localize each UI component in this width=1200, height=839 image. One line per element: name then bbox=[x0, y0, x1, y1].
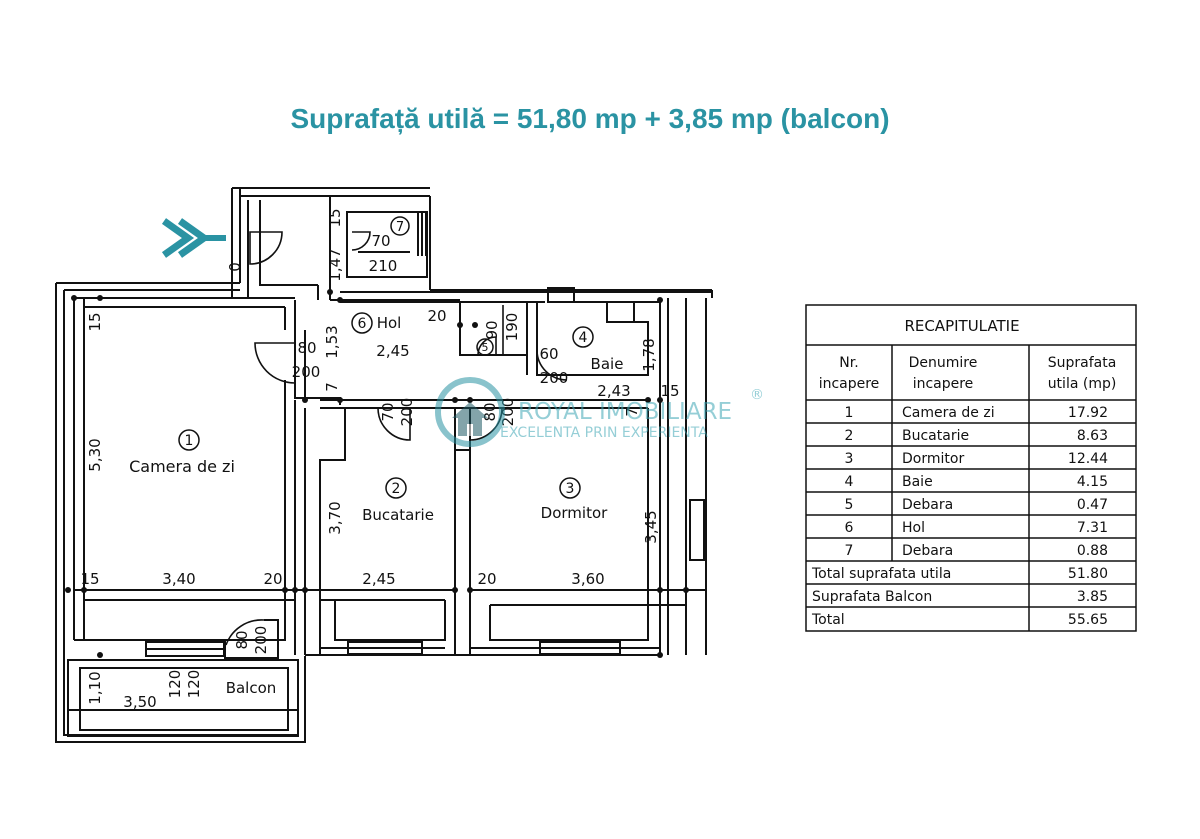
recap-header-nr: Nr. bbox=[839, 355, 858, 371]
dim-label: 15 bbox=[660, 382, 679, 400]
recap-row-name: Debara bbox=[902, 497, 953, 513]
dim-label: 200 bbox=[398, 398, 416, 427]
dim-label: 7 bbox=[623, 407, 641, 417]
recap-table-text: RECAPITULATIE Nr. incapere Denumire inca… bbox=[811, 317, 1116, 628]
room-2-number: 2 bbox=[392, 481, 401, 497]
dim-label: 120 bbox=[166, 670, 184, 699]
dim-label: 1,78 bbox=[640, 338, 658, 371]
recap-total-label: Total suprafata utila bbox=[811, 566, 951, 582]
dim-label: 7 bbox=[323, 382, 341, 392]
recap-row-name: Dormitor bbox=[902, 451, 964, 467]
room-4-number: 4 bbox=[579, 330, 588, 346]
house-logo-icon bbox=[435, 377, 505, 447]
watermark-registered: ® bbox=[750, 387, 764, 403]
dimension-labels: 15 70 210 1,47 0 15 20 1,53 80 200 2,45 … bbox=[80, 208, 679, 711]
recap-row-area: 4.15 bbox=[1077, 474, 1108, 490]
room-4-name: Baie bbox=[591, 355, 624, 373]
dim-label: 70 bbox=[379, 402, 397, 421]
dim-label: 80 bbox=[297, 339, 316, 357]
dim-label: 80 bbox=[233, 630, 251, 649]
dim-label: 3,70 bbox=[326, 501, 344, 534]
watermark-brand: ROYAL IMOBILIARE bbox=[518, 399, 732, 425]
dim-label: 3,40 bbox=[162, 570, 195, 588]
room-labels: 1 Camera de zi 2 Bucatarie 3 Dormitor 4 … bbox=[129, 216, 624, 697]
room-1-name: Camera de zi bbox=[129, 457, 235, 476]
dim-label: 2,45 bbox=[376, 342, 409, 360]
dim-label: 15 bbox=[80, 570, 99, 588]
recap-row-area: 8.63 bbox=[1077, 428, 1108, 444]
dim-label: 200 bbox=[540, 369, 569, 387]
recap-header-nr: incapere bbox=[819, 376, 880, 392]
recap-row-area: 0.47 bbox=[1077, 497, 1108, 513]
balcony-label: Balcon bbox=[226, 679, 277, 697]
recap-total-label: Suprafata Balcon bbox=[812, 589, 932, 605]
recap-row-name: Bucatarie bbox=[902, 428, 969, 444]
recap-row-nr: 6 bbox=[845, 520, 854, 536]
dim-label: 20 bbox=[263, 570, 282, 588]
recap-row-area: 17.92 bbox=[1068, 405, 1108, 421]
dim-label: 190 bbox=[503, 313, 521, 342]
recap-header-name: Denumire bbox=[909, 355, 978, 371]
recap-row-nr: 5 bbox=[845, 497, 854, 513]
dim-label: 3,60 bbox=[571, 570, 604, 588]
recap-row-name: Debara bbox=[902, 543, 953, 559]
recap-row-nr: 4 bbox=[845, 474, 854, 490]
recap-header-area: Suprafata bbox=[1048, 355, 1117, 371]
room-6-number: 6 bbox=[358, 316, 367, 332]
dim-label: 3,45 bbox=[642, 510, 660, 543]
room-3-number: 3 bbox=[566, 481, 575, 497]
recap-row-nr: 3 bbox=[845, 451, 854, 467]
recap-row-area: 7.31 bbox=[1077, 520, 1108, 536]
dim-label: 2,45 bbox=[362, 570, 395, 588]
room-3-name: Dormitor bbox=[541, 504, 608, 522]
room-5-number: 5 bbox=[482, 341, 489, 354]
dim-label: 15 bbox=[326, 208, 344, 227]
recap-table bbox=[805, 304, 1137, 632]
walls bbox=[55, 187, 713, 743]
room-6-name: Hol bbox=[377, 314, 402, 332]
headline-usable-area: Suprafață utilă = 51,80 mp + 3,85 mp (ba… bbox=[290, 103, 890, 134]
dim-label: 80 bbox=[481, 402, 499, 421]
recap-row-nr: 1 bbox=[845, 405, 854, 421]
dim-label: 120 bbox=[185, 670, 203, 699]
recap-row-name: Camera de zi bbox=[902, 405, 995, 421]
recap-header-name: incapere bbox=[913, 376, 974, 392]
recap-row-area: 0.88 bbox=[1077, 543, 1108, 559]
dim-label: 210 bbox=[369, 257, 398, 275]
dim-label: 1,10 bbox=[86, 671, 104, 704]
dim-label: 2,43 bbox=[597, 382, 630, 400]
recap-total-value: 55.65 bbox=[1068, 612, 1108, 628]
room-7-number: 7 bbox=[396, 220, 404, 235]
dim-label: 60 bbox=[539, 345, 558, 363]
dim-label: 20 bbox=[427, 307, 446, 325]
recap-row-nr: 2 bbox=[845, 428, 854, 444]
dim-label: 90 bbox=[483, 320, 501, 339]
dim-label: 200 bbox=[292, 363, 321, 381]
room-1-number: 1 bbox=[185, 433, 194, 449]
dim-label: 1,47 bbox=[326, 248, 344, 281]
double-chevron-right-icon bbox=[161, 218, 226, 258]
recap-row-area: 12.44 bbox=[1068, 451, 1108, 467]
dim-label: 200 bbox=[252, 626, 270, 655]
dimension-ticks bbox=[65, 289, 689, 658]
recap-total-value: 51.80 bbox=[1068, 566, 1108, 582]
watermark: ROYAL IMOBILIARE ® EXCELENTA PRIN EXPERI… bbox=[435, 377, 764, 447]
dim-label: 15 bbox=[86, 312, 104, 331]
dim-label: 0 bbox=[226, 262, 244, 272]
recap-total-value: 3.85 bbox=[1077, 589, 1108, 605]
recap-header-area: utila (mp) bbox=[1048, 376, 1117, 392]
dim-label: 3,50 bbox=[123, 693, 156, 711]
room-2-name: Bucatarie bbox=[362, 506, 434, 524]
recap-row-name: Baie bbox=[902, 474, 933, 490]
dim-label: 70 bbox=[371, 232, 390, 250]
watermark-slogan: EXCELENTA PRIN EXPERIENTA bbox=[500, 425, 708, 441]
dim-label: 5,30 bbox=[86, 438, 104, 471]
dim-label: 20 bbox=[477, 570, 496, 588]
recap-title: RECAPITULATIE bbox=[904, 317, 1019, 335]
recap-row-name: Hol bbox=[902, 520, 925, 536]
dim-label: 1,53 bbox=[323, 325, 341, 358]
recap-row-nr: 7 bbox=[845, 543, 854, 559]
recap-total-label: Total bbox=[811, 612, 845, 628]
